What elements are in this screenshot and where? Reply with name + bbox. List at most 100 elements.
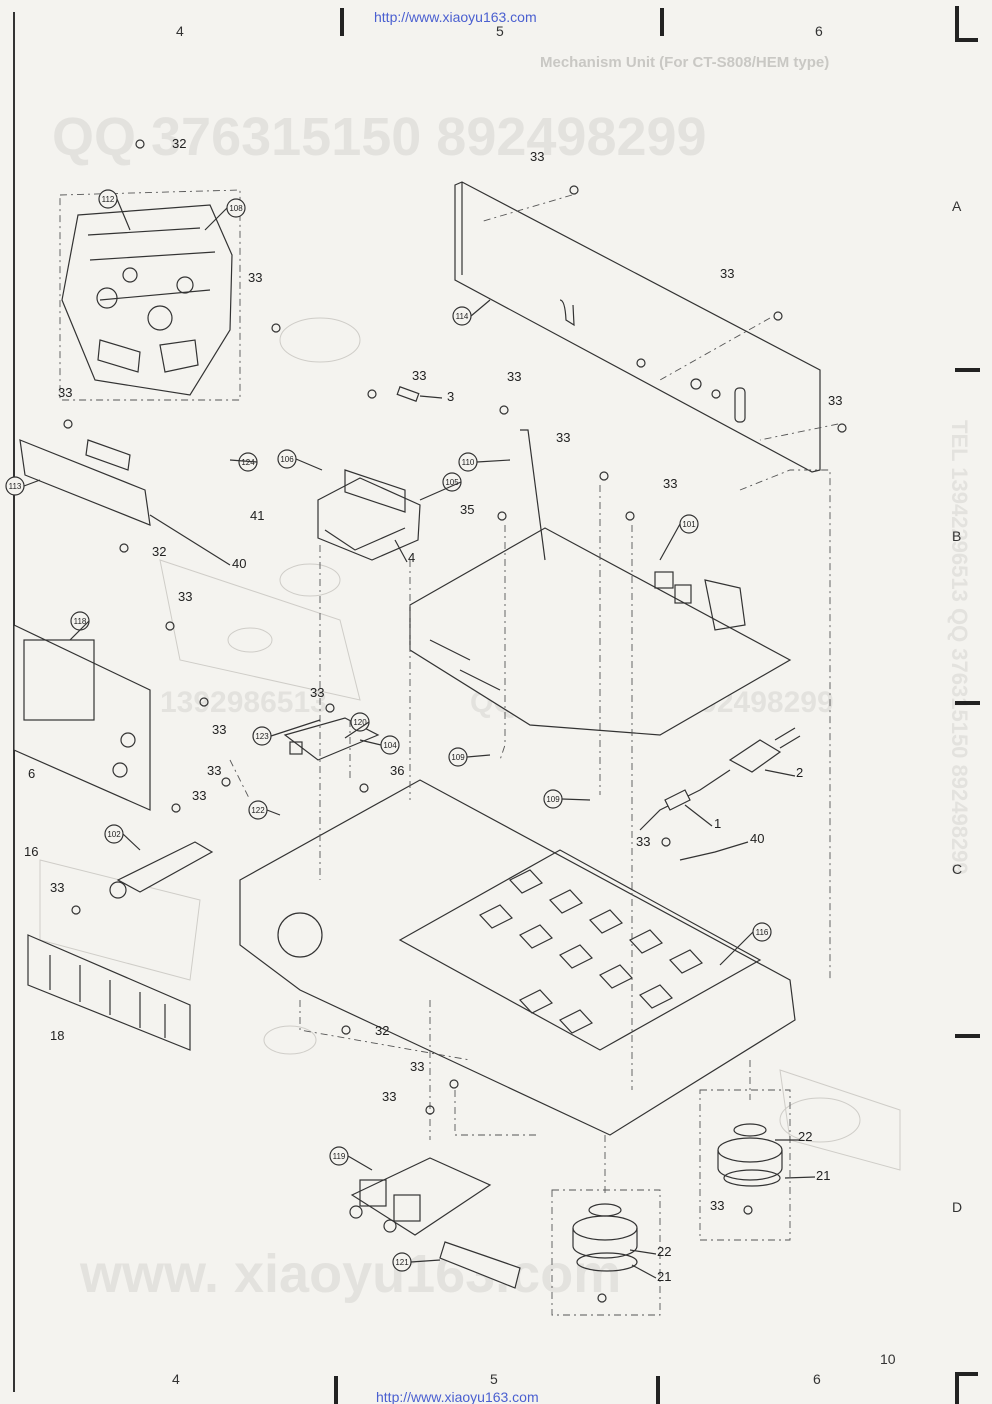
- part-label: 33: [50, 880, 64, 895]
- circled-label: 110: [458, 452, 478, 472]
- part-label: 33: [710, 1198, 724, 1213]
- circled-label: 113: [5, 476, 25, 496]
- svg-text:101: 101: [682, 520, 696, 529]
- part-label: 22: [798, 1129, 812, 1144]
- svg-text:120: 120: [353, 718, 367, 727]
- power-cord: [639, 727, 801, 831]
- svg-text:102: 102: [107, 830, 121, 839]
- part-label: 32: [152, 544, 166, 559]
- svg-text:124: 124: [241, 458, 255, 467]
- part-label: 33: [207, 763, 221, 778]
- part-label: 33: [663, 476, 677, 491]
- part-label: 33: [310, 685, 324, 700]
- bracket-121: [439, 1241, 521, 1289]
- display-board-118: [13, 624, 151, 811]
- circled-label: 123: [252, 726, 272, 746]
- part-label: 33: [178, 589, 192, 604]
- circled-label: 104: [380, 735, 400, 755]
- circled-label: 102: [104, 824, 124, 844]
- svg-text:123: 123: [255, 732, 269, 741]
- watermark-side: TEL 13942296513 QQ 376315150 892498299: [947, 420, 972, 875]
- circled-label: 122: [248, 800, 268, 820]
- watermark-layer: QQ 376315150 892498299 QQ 376315150 8924…: [52, 54, 972, 1304]
- part-label: 33: [382, 1089, 396, 1104]
- circled-label: 106: [277, 449, 297, 469]
- svg-text:113: 113: [9, 482, 22, 491]
- part-label: 33: [248, 270, 262, 285]
- part-label: 33: [507, 369, 521, 384]
- part-label: 18: [50, 1028, 64, 1043]
- circled-label: 114: [452, 306, 472, 326]
- grid-col-4-top: 4: [176, 23, 184, 39]
- part-label: 33: [58, 385, 72, 400]
- part-label: 21: [657, 1269, 671, 1284]
- svg-text:119: 119: [333, 1152, 346, 1161]
- grid-col-6-top: 6: [815, 23, 823, 39]
- bracket-assembly-105: [317, 469, 421, 561]
- part-label: 4: [408, 550, 415, 565]
- screw-symbols: [63, 139, 847, 1303]
- source-url-top[interactable]: http://www.xiaoyu163.com: [374, 9, 537, 25]
- circled-label: 109: [543, 789, 563, 809]
- bracket-113: [19, 439, 151, 526]
- grid-frame: 4 5 6 4 5 6 A B C D 10: [13, 6, 980, 1404]
- svg-text:109: 109: [546, 795, 560, 804]
- part-label: 40: [750, 831, 764, 846]
- svg-text:108: 108: [229, 204, 243, 213]
- circled-label: 121: [392, 1252, 412, 1272]
- grid-row-a: A: [952, 198, 962, 214]
- watermark-qq-left: 1392986513: [160, 686, 327, 719]
- part-label: 1: [714, 816, 721, 831]
- part-label: 3: [447, 389, 454, 404]
- part-label: 2: [796, 765, 803, 780]
- input-board-119: [349, 1157, 492, 1236]
- part-label: 33: [636, 834, 650, 849]
- svg-text:109: 109: [451, 753, 465, 762]
- part-label: 41: [250, 508, 264, 523]
- part-label: 33: [192, 788, 206, 803]
- svg-text:112: 112: [102, 195, 115, 204]
- part-label: 35: [460, 502, 474, 517]
- leader-lines: [23, 198, 816, 1279]
- foot-assembly-right: [699, 1089, 791, 1241]
- svg-text:106: 106: [280, 455, 294, 464]
- svg-text:114: 114: [456, 312, 469, 321]
- svg-text:116: 116: [756, 928, 769, 937]
- svg-text:110: 110: [462, 458, 475, 467]
- grid-col-5-top: 5: [496, 23, 504, 39]
- grid-row-c: C: [952, 861, 962, 877]
- part-label: 36: [390, 763, 404, 778]
- foot-assembly-bottom: [551, 1189, 661, 1316]
- part-label: 33: [530, 149, 544, 164]
- part-label: 33: [410, 1059, 424, 1074]
- headphone-board-102: [109, 841, 214, 899]
- circled-label: 118: [70, 611, 90, 631]
- circled-labels: 112 108 114 106 110 105 101 113 124 118 …: [5, 189, 772, 1272]
- part-label: 33: [556, 430, 570, 445]
- grid-col-5-bottom: 5: [490, 1371, 498, 1387]
- circled-label: 109: [448, 747, 468, 767]
- grid-row-b: B: [952, 528, 961, 544]
- part-label: 33: [828, 393, 842, 408]
- grid-col-4-bottom: 4: [172, 1371, 180, 1387]
- watermark-site: www. xiaoyu163.com: [79, 1244, 621, 1304]
- circled-label: 116: [752, 922, 772, 942]
- part-label: 6: [28, 766, 35, 781]
- assembly-lines: [229, 469, 831, 1195]
- part-label: 32: [172, 136, 186, 151]
- part-label: 21: [816, 1168, 830, 1183]
- part-label: 33: [412, 368, 426, 383]
- chassis-116: [239, 779, 796, 1136]
- part-label: 33: [212, 722, 226, 737]
- svg-text:118: 118: [74, 617, 87, 626]
- page-number: 10: [880, 1351, 896, 1367]
- part-label: 33: [720, 266, 734, 281]
- svg-text:122: 122: [251, 806, 265, 815]
- svg-text:121: 121: [395, 1258, 409, 1267]
- circled-label: 112: [98, 189, 118, 209]
- cassette-mechanism-108: [59, 189, 241, 401]
- part-labels: 32 33 33 33 33 33 33 33 33 33 33 33 33 3…: [24, 136, 842, 1284]
- part-label: 40: [232, 556, 246, 571]
- source-url-bottom[interactable]: http://www.xiaoyu163.com: [376, 1389, 539, 1404]
